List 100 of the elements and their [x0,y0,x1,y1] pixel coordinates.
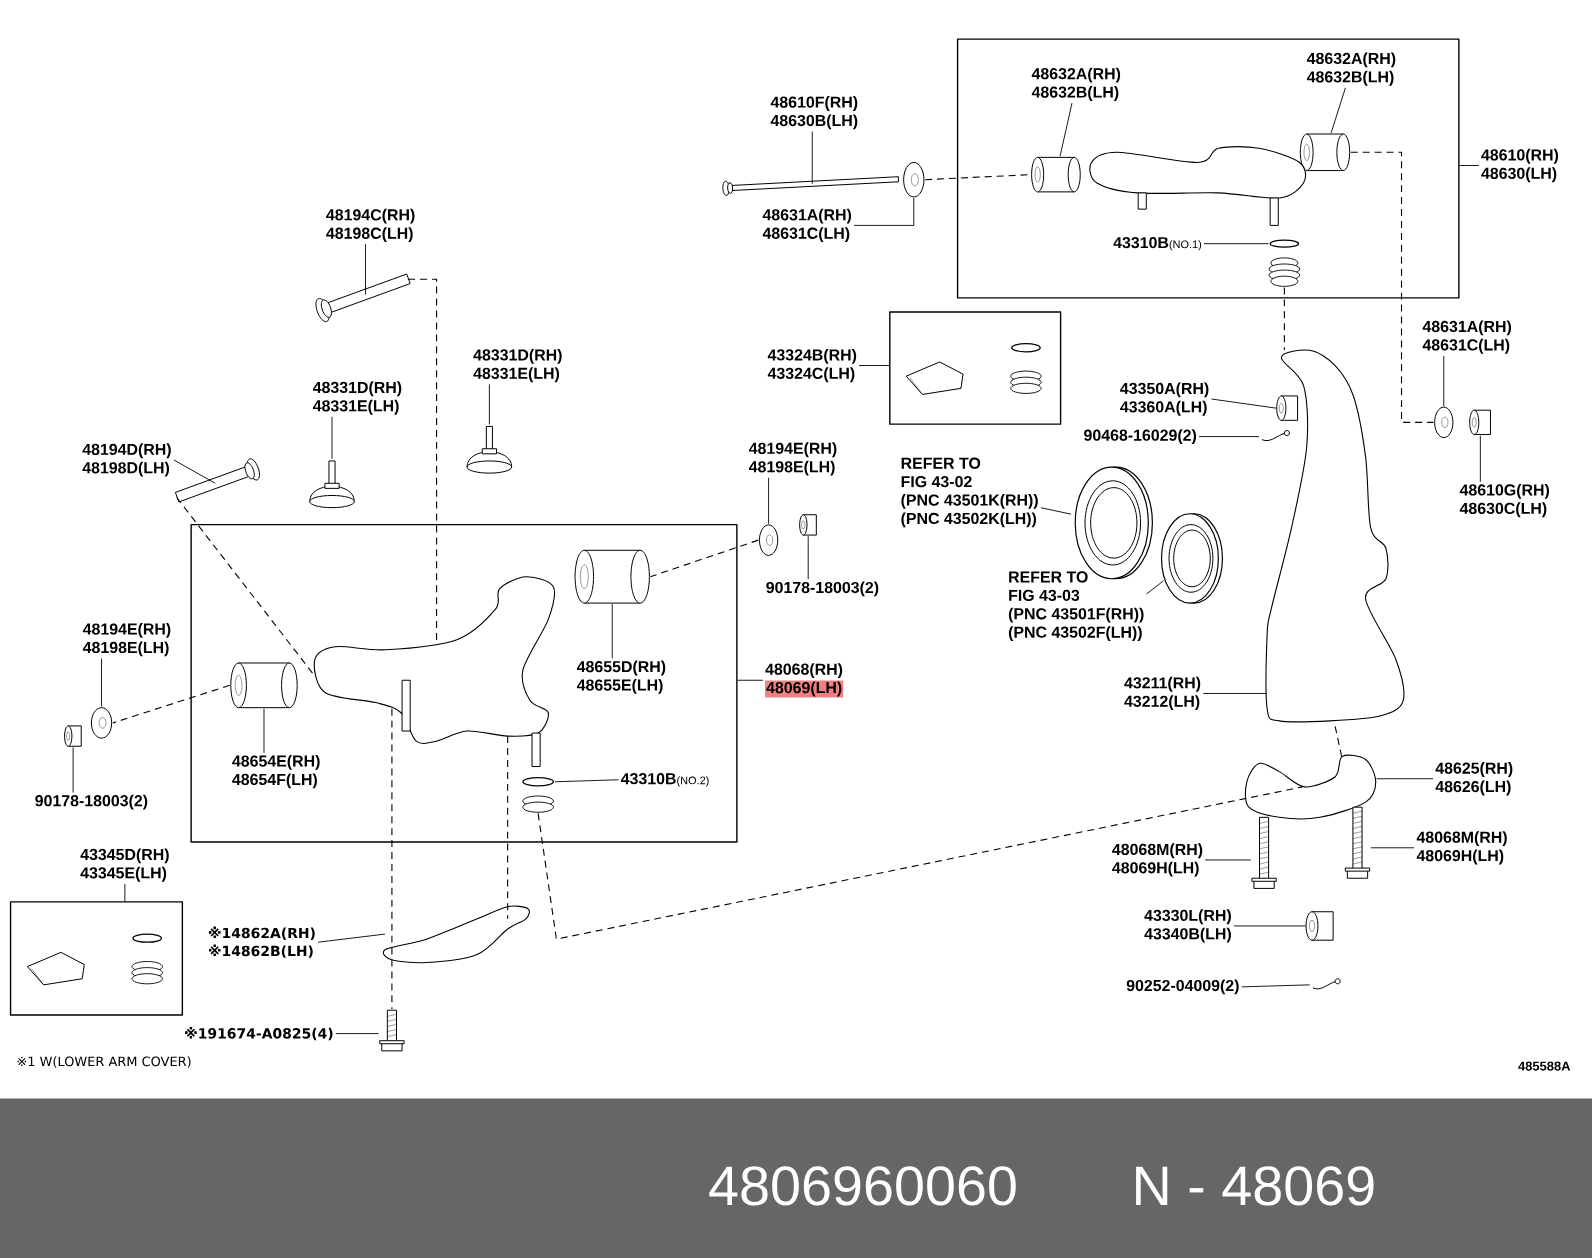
part-number-label: 48194E(RH) 48198E(LH) [748,442,837,476]
leader-line [1376,778,1434,780]
bushing-drawing [1031,156,1081,193]
part-drawing [1265,349,1405,723]
nut-drawing [1276,395,1299,421]
part-number-label: 90468-16029(2) [1084,429,1197,444]
part-number-label: 48068M(RH) 48069H(LH) [1112,843,1203,877]
kit-box [9,901,184,1016]
leader-line [1146,580,1164,595]
part-number-label: REFER TO FIG 43-02 (PNC 43501K(RH)) (PNC 43502K(LH)) [901,457,1038,528]
leader-line [335,1033,380,1035]
bolt-drawing [1251,816,1277,889]
figure-number: 485588A [1518,1061,1571,1071]
leader-line [317,933,386,943]
leader-line [807,535,809,580]
leader-line [853,197,915,226]
dashed-line [391,708,393,1010]
leader-line [331,416,333,460]
dust-boot-drawing [522,795,554,813]
leader-line [1241,984,1311,988]
leader-line [768,477,770,525]
group-frame [956,38,1460,299]
leader-line [1330,87,1346,134]
leader-line [611,603,613,659]
part-number-label: 48194E(RH) 48198E(LH) [82,623,171,657]
washer-drawing [758,524,779,556]
part-number-label: 90178-18003(2) [766,581,879,597]
part-number-label: 48610(RH) 48630(LH) [1481,148,1559,183]
part-drawing [1244,754,1377,820]
leader-line [1198,436,1260,438]
part-number-label: 48068M(RH) 48069H(LH) [1416,831,1507,865]
dashed-line [507,735,509,920]
leader-line [365,243,366,295]
note-text: ※1 W(LOWER ARM COVER) [17,1056,191,1068]
part-number-label: 90252-04009(2) [1126,979,1239,995]
leader-line [1443,355,1445,407]
dashed-line [649,539,759,578]
nut-drawing [64,725,82,747]
seal-drawing [1160,513,1224,604]
part-number-label: 43211(RH) 43212(LH) [1124,676,1201,711]
part-number-label: 48068(RH) 48069(LH) [765,663,844,698]
part-number-label: 48632A(RH) 48632B(LH) [1031,67,1121,101]
nut-drawing [1305,911,1334,941]
part-number-label: 43345D(RH) 43345E(LH) [80,848,169,882]
cotter-pin-drawing [1261,430,1290,442]
dashed-line [112,684,231,724]
bushing-drawing [230,662,298,709]
part-number-label: 48655D(RH) 48655E(LH) [576,660,666,694]
o-ring-drawing [522,777,554,787]
group-frame [190,523,738,843]
part-number-label: ※14862A(RH) ※14862B(LH) [209,926,315,958]
washer-drawing [1434,406,1454,439]
leader-line [737,679,764,681]
nut-drawing [799,514,817,536]
part-number-label: 48631A(RH) 48631C(LH) [762,208,852,243]
part-drawing [382,905,530,964]
leader-line [1203,243,1269,245]
part-number-label: 43330L(RH) 43340B(LH) [1144,909,1231,943]
leader-line [488,383,490,425]
part-number-label: 48331D(RH) 48331E(LH) [312,381,402,415]
leader-line [811,131,813,185]
part-number-label: 43324B(RH) 43324C(LH) [767,348,857,383]
leader-line [554,779,619,783]
bound-stopper-drawing [309,460,355,509]
dashed-line [1283,286,1285,351]
part-number-label: ※191674-A0825(4) [185,1026,333,1041]
part-number-label: 48194C(RH) 48198C(LH) [326,208,415,243]
part-number-text: N - 48069 [1136,1166,1374,1206]
bolt-drawing [379,1009,405,1052]
washer-drawing [90,707,113,739]
nut-drawing [1469,409,1491,436]
part-number-label: 48654E(RH) 48654F(LH) [232,755,320,789]
bushing-drawing [1299,133,1351,172]
part-number-label: 48194D(RH) 48198D(LH) [82,443,171,477]
leader-line [1233,925,1306,927]
bound-stopper-drawing [466,425,513,474]
bolt-drawing [315,273,411,323]
leader-line [1040,507,1072,515]
leader-line [1459,165,1480,166]
leader-line [173,459,216,484]
bolt-drawing [722,176,900,196]
dust-boot-drawing [1268,257,1301,287]
leader-line [72,746,74,793]
part-number-label: 48610F(RH) 48630B(LH) [770,96,858,130]
part-number-label: 48625(RH) 48626(LH) [1435,762,1513,796]
leader-line [1059,102,1073,157]
leader-line [263,708,265,754]
leader-line [858,365,890,366]
o-ring-drawing [1269,239,1300,248]
leader-line [101,658,102,707]
part-number-label: 48632A(RH) 48632B(LH) [1306,52,1396,86]
part-number-label: 48631A(RH) 48631C(LH) [1422,320,1511,354]
leader-line [1202,693,1267,694]
leader-line [124,883,126,902]
part-number-text: 4806960060 [709,1166,1016,1206]
part-number-label: REFER TO FIG 43-03 (PNC 43501F(RH)) (PNC 43502F(LH)) [1008,571,1144,641]
part-drawing [1089,146,1307,226]
leader-line [1370,847,1415,849]
kit-box [889,311,1062,425]
part-number-label: 48331D(RH) 48331E(LH) [473,348,562,383]
